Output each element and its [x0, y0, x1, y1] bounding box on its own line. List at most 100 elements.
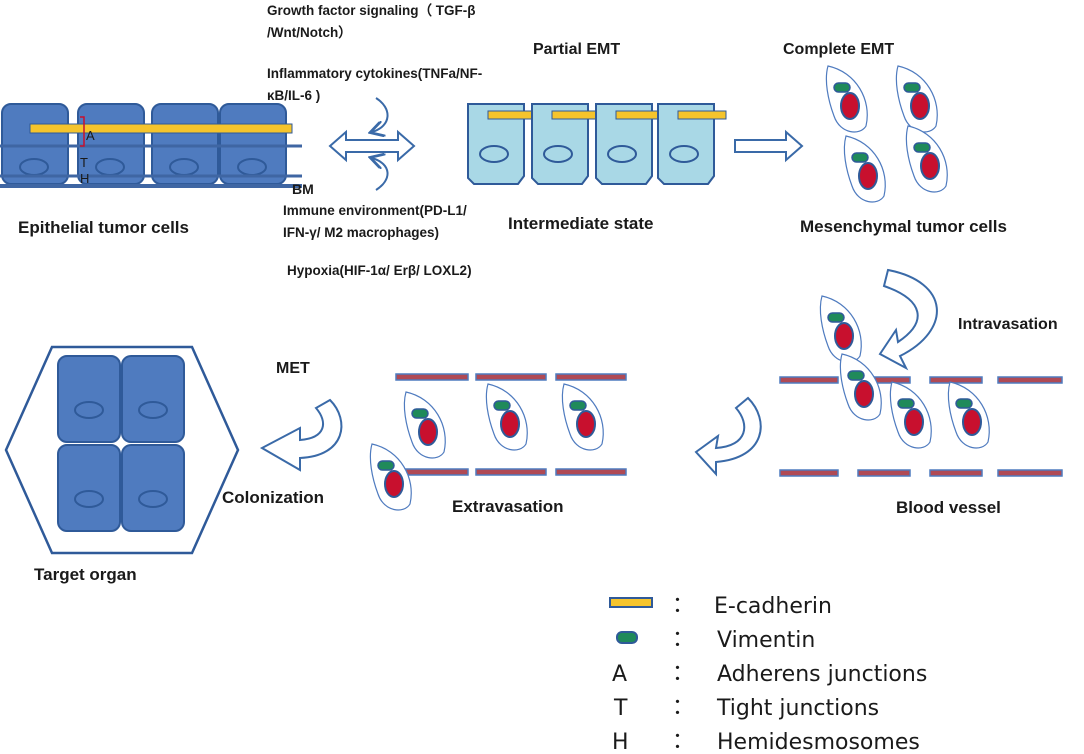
legend-sep-3: ： — [672, 661, 694, 686]
organ-cell — [57, 355, 121, 443]
cell-nucleus — [74, 490, 104, 508]
cell-nucleus — [95, 158, 125, 176]
epithelial-cell-layer: A T H — [0, 103, 302, 188]
mesenchymal-cell — [889, 381, 932, 449]
double-arrow-icon — [328, 129, 416, 163]
legend-ecadherin-icon — [609, 597, 653, 608]
vessel-wall-segment — [395, 373, 469, 381]
intravasating-cells — [819, 295, 990, 449]
vessel-wall-segment — [475, 468, 547, 476]
mesenchymal-cell — [905, 125, 948, 193]
junction-mark-h: H — [80, 171, 89, 186]
vessel-wall-segment — [857, 469, 911, 477]
intermediate-cell — [531, 103, 589, 185]
legend-sep-4: ： — [672, 695, 694, 720]
mesenchymal-cell — [819, 295, 862, 363]
vimentin-pill — [897, 398, 915, 409]
mesenchymal-cell — [403, 391, 446, 459]
extravasation-label: Extravasation — [452, 497, 564, 516]
blood-vessel — [779, 376, 1063, 477]
cell-nucleus — [834, 322, 854, 350]
cell-nucleus — [854, 380, 874, 408]
cell-nucleus — [669, 145, 699, 163]
epithelial-label: Epithelial tumor cells — [18, 218, 189, 237]
circulation-arrow-icon — [694, 396, 762, 477]
junction-mark-t: T — [80, 155, 88, 170]
mesenchymal-cell — [825, 65, 868, 133]
legend-sep-5: ： — [672, 729, 694, 754]
extravasating-cells — [369, 383, 604, 511]
curved-arrow-up-icon — [372, 158, 389, 191]
vessel-wall-segment — [929, 376, 983, 384]
legend-symbol-t: T — [613, 696, 628, 721]
met-label: MET — [276, 360, 310, 377]
vimentin-pill — [827, 312, 845, 323]
vessel-wall-segment — [779, 376, 839, 384]
intermediate-cell — [595, 103, 653, 185]
vimentin-pill — [851, 152, 869, 163]
mesenchymal-cell — [843, 135, 886, 203]
legend-label-adherens: Adherens junctions — [717, 662, 927, 687]
vimentin-pill — [493, 400, 511, 411]
cell-nucleus — [920, 152, 940, 180]
hypoxia-signal: Hypoxia(HIF-1α/ Erβ/ LOXL2) — [287, 263, 472, 278]
met-arrow-icon — [259, 398, 343, 472]
vessel-wall-segment — [997, 376, 1063, 384]
arrow-right-icon — [734, 129, 804, 163]
target-organ-cells — [57, 355, 185, 532]
e-cadherin-bar — [551, 110, 601, 120]
adherens-bracket — [80, 116, 85, 147]
e-cadherin-bar — [615, 110, 665, 120]
growth-signal-line1: Growth factor signaling（ TGF-β — [267, 3, 476, 18]
vimentin-pill — [411, 408, 429, 419]
cell-nucleus — [500, 410, 520, 438]
vessel-wall-segment — [929, 469, 983, 477]
mesenchymal-cell-group — [825, 65, 948, 203]
colonization-label: Colonization — [222, 488, 324, 507]
organ-cell — [121, 444, 185, 532]
cell-nucleus — [962, 408, 982, 436]
mesenchymal-cell — [947, 381, 990, 449]
cell-nucleus — [479, 145, 509, 163]
intermediate-label: Intermediate state — [508, 214, 654, 233]
cell-nucleus — [607, 145, 637, 163]
complete-emt-label: Complete EMT — [783, 41, 894, 58]
cell-nucleus — [418, 418, 438, 446]
legend-sep-1: ： — [672, 593, 694, 618]
intermediate-cell — [657, 103, 715, 185]
organ-cell — [57, 444, 121, 532]
immune-signal-line2: IFN-γ/ M2 macrophages) — [283, 225, 439, 240]
cell-nucleus — [237, 158, 267, 176]
vimentin-pill — [847, 370, 865, 381]
mesenchymal-cell — [895, 65, 938, 133]
mesenchymal-cell — [369, 443, 412, 511]
extravasation-vessel — [395, 373, 627, 476]
cell-nucleus — [74, 401, 104, 419]
vessel-wall-segment — [555, 468, 627, 476]
vessel-wall-segment — [475, 373, 547, 381]
intravasation-label: Intravasation — [958, 316, 1058, 333]
bm-label: BM — [292, 181, 314, 197]
cell-nucleus — [904, 408, 924, 436]
intermediate-cell — [467, 103, 525, 185]
cell-nucleus — [138, 401, 168, 419]
blood-vessel-label: Blood vessel — [896, 498, 1001, 517]
intravasation-arrow-icon — [878, 268, 938, 371]
vessel-wall-segment — [779, 469, 839, 477]
vimentin-pill — [903, 82, 921, 93]
vimentin-pill — [377, 460, 395, 471]
cell-nucleus — [858, 162, 878, 190]
cell-nucleus — [576, 410, 596, 438]
legend-sep-2: ： — [672, 627, 694, 652]
immune-signal-line1: Immune environment(PD-L1/ — [283, 203, 467, 218]
cell-nucleus — [169, 158, 199, 176]
legend-label-tight: Tight junctions — [716, 696, 879, 721]
vimentin-pill — [913, 142, 931, 153]
vessel-wall-segment — [555, 373, 627, 381]
mesenchymal-cell — [561, 383, 604, 451]
legend-label-hemidesmosomes: Hemidesmosomes — [717, 730, 920, 754]
partial-emt-label: Partial EMT — [533, 41, 620, 58]
cell-nucleus — [543, 145, 573, 163]
